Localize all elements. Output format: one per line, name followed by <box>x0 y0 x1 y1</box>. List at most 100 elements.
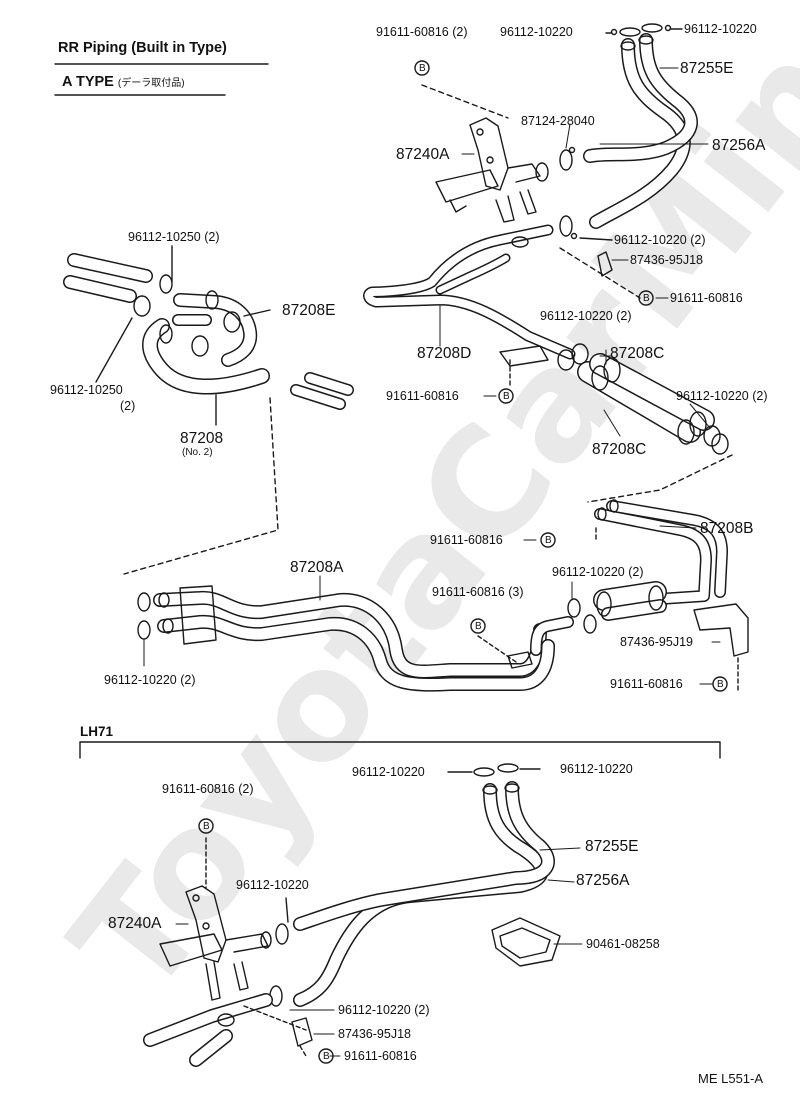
hose-87208E <box>172 293 258 367</box>
tube-87256A-top <box>583 33 698 163</box>
bracket-87436-95J18 <box>597 251 613 277</box>
pipe-87208B <box>594 500 728 606</box>
part-label: 96112-10220 (2) <box>540 309 632 323</box>
hose-clamp-87124 <box>559 146 576 171</box>
bolt-marker-b: B <box>203 821 210 832</box>
hose-clamp <box>217 1013 235 1027</box>
floor-pipe-bottom-left <box>143 993 273 1067</box>
hose-clamp-top-left <box>610 27 641 37</box>
part-label: 87436-95J18 <box>630 253 703 267</box>
part-label: 87124-28040 <box>521 114 595 128</box>
pipe-87208D <box>363 224 576 360</box>
part-label: 87208 <box>180 430 224 447</box>
part-label: 91611-60816 (3) <box>432 585 524 599</box>
hose-clamp <box>711 433 729 455</box>
pipe-elbow-87208B <box>530 616 574 656</box>
bolt-marker-b: B <box>643 293 650 304</box>
pipe-87208A <box>153 590 555 692</box>
hose-clamp <box>205 290 219 310</box>
part-label: 87208B <box>700 520 754 537</box>
pipe-87208B-coupler <box>593 581 667 621</box>
part-label: 91611-60816 (2) <box>162 782 254 796</box>
leader-lines <box>143 67 721 1057</box>
part-label: 96112-10220 (2) <box>338 1003 430 1017</box>
part-label: 96112-10220 <box>236 878 309 892</box>
tube-end-cap <box>620 41 636 51</box>
hose-87208-no2 <box>142 318 270 395</box>
part-label: 96112-10220 <box>352 765 425 779</box>
bolt-marker-b: B <box>545 535 552 546</box>
leader-dashed <box>421 84 509 119</box>
subtitle-note: (デーラ取付品) <box>117 78 185 89</box>
part-label: 91611-60816 <box>386 389 459 403</box>
part-label: 96112-10220 (2) <box>614 233 706 247</box>
hose-clamp <box>497 763 519 773</box>
hose-clamp-valve-lower <box>559 215 578 240</box>
part-label: 90461-08258 <box>586 937 660 951</box>
bolt-marker-b: B <box>717 679 724 690</box>
part-label: 96112-10220 (2) <box>676 389 768 403</box>
part-label: (No. 2) <box>182 447 213 458</box>
tube-end-cap <box>638 35 654 45</box>
bolt-marker-circles <box>198 60 728 1064</box>
bracket-87208D <box>499 345 549 367</box>
part-label: 96112-10220 <box>560 762 633 776</box>
page-subtitle: A TYPE (デーラ取付品) <box>62 74 185 90</box>
bracket-87208A <box>507 651 533 669</box>
part-label: 91611-60816 <box>670 291 743 305</box>
hose-clamp <box>159 274 173 294</box>
hose-clamp <box>583 614 597 634</box>
bolt-marker-b: B <box>503 391 510 402</box>
part-label: 96112-10220 (2) <box>104 673 196 687</box>
page-title: RR Piping (Built in Type) <box>58 40 227 56</box>
part-label: 87240A <box>396 146 450 163</box>
pipe-87208A-flange <box>158 585 217 645</box>
part-label: 87208E <box>282 302 336 319</box>
leader-dashed <box>587 454 733 503</box>
hose-clamp-top-right <box>641 23 672 33</box>
tube-87255E-top <box>589 38 691 229</box>
part-label: (2) <box>120 399 136 413</box>
part-label: 87240A <box>108 915 162 932</box>
floor-pipe-left <box>63 253 153 303</box>
tube-end-cap <box>504 783 520 793</box>
leader-dashed <box>559 247 641 299</box>
hose-clamp <box>191 335 209 357</box>
part-label: 87208C <box>610 345 665 362</box>
hose-clamp <box>137 620 151 640</box>
part-label: 87208D <box>417 345 472 362</box>
part-label: 87208A <box>290 559 344 576</box>
bolt-marker-b: B <box>475 621 482 632</box>
part-label: 87436-95J18 <box>338 1027 411 1041</box>
water-valve-top <box>435 117 549 223</box>
leader-dashed <box>123 397 279 575</box>
part-label: 91611-60816 <box>344 1049 417 1063</box>
hose-clamp <box>137 592 151 612</box>
hose-clamp <box>223 311 241 333</box>
footer-code: ME L551-A <box>698 1071 764 1086</box>
part-label: 87255E <box>585 838 639 855</box>
tube-87256A-bottom <box>293 781 555 931</box>
part-label: 96112-10220 <box>500 25 573 39</box>
part-label: 87256A <box>712 137 766 154</box>
hose-clamp <box>159 324 173 344</box>
hose-clamp <box>133 295 151 317</box>
part-label: 91611-60816 (2) <box>376 25 468 39</box>
part-label: 96112-10250 (2) <box>128 230 220 244</box>
hose-clamp <box>567 598 581 618</box>
part-label: 87255E <box>680 60 734 77</box>
subtitle-type: A TYPE <box>62 74 114 90</box>
part-label: 96112-10220 (2) <box>552 565 644 579</box>
hose-protector-90461-08258 <box>491 917 561 967</box>
bolt-marker-b: B <box>419 63 426 74</box>
part-label: 87208C <box>592 441 647 458</box>
bolt-marker-b: B <box>323 1051 330 1062</box>
part-label: 96112-10250 <box>50 383 123 397</box>
part-label: 96112-10220 <box>684 22 757 36</box>
pipe-87208C <box>577 353 715 445</box>
hose-clamp <box>275 923 289 945</box>
hose-clamp <box>511 236 529 248</box>
bracket-87436-95J18-bottom <box>291 1017 313 1047</box>
